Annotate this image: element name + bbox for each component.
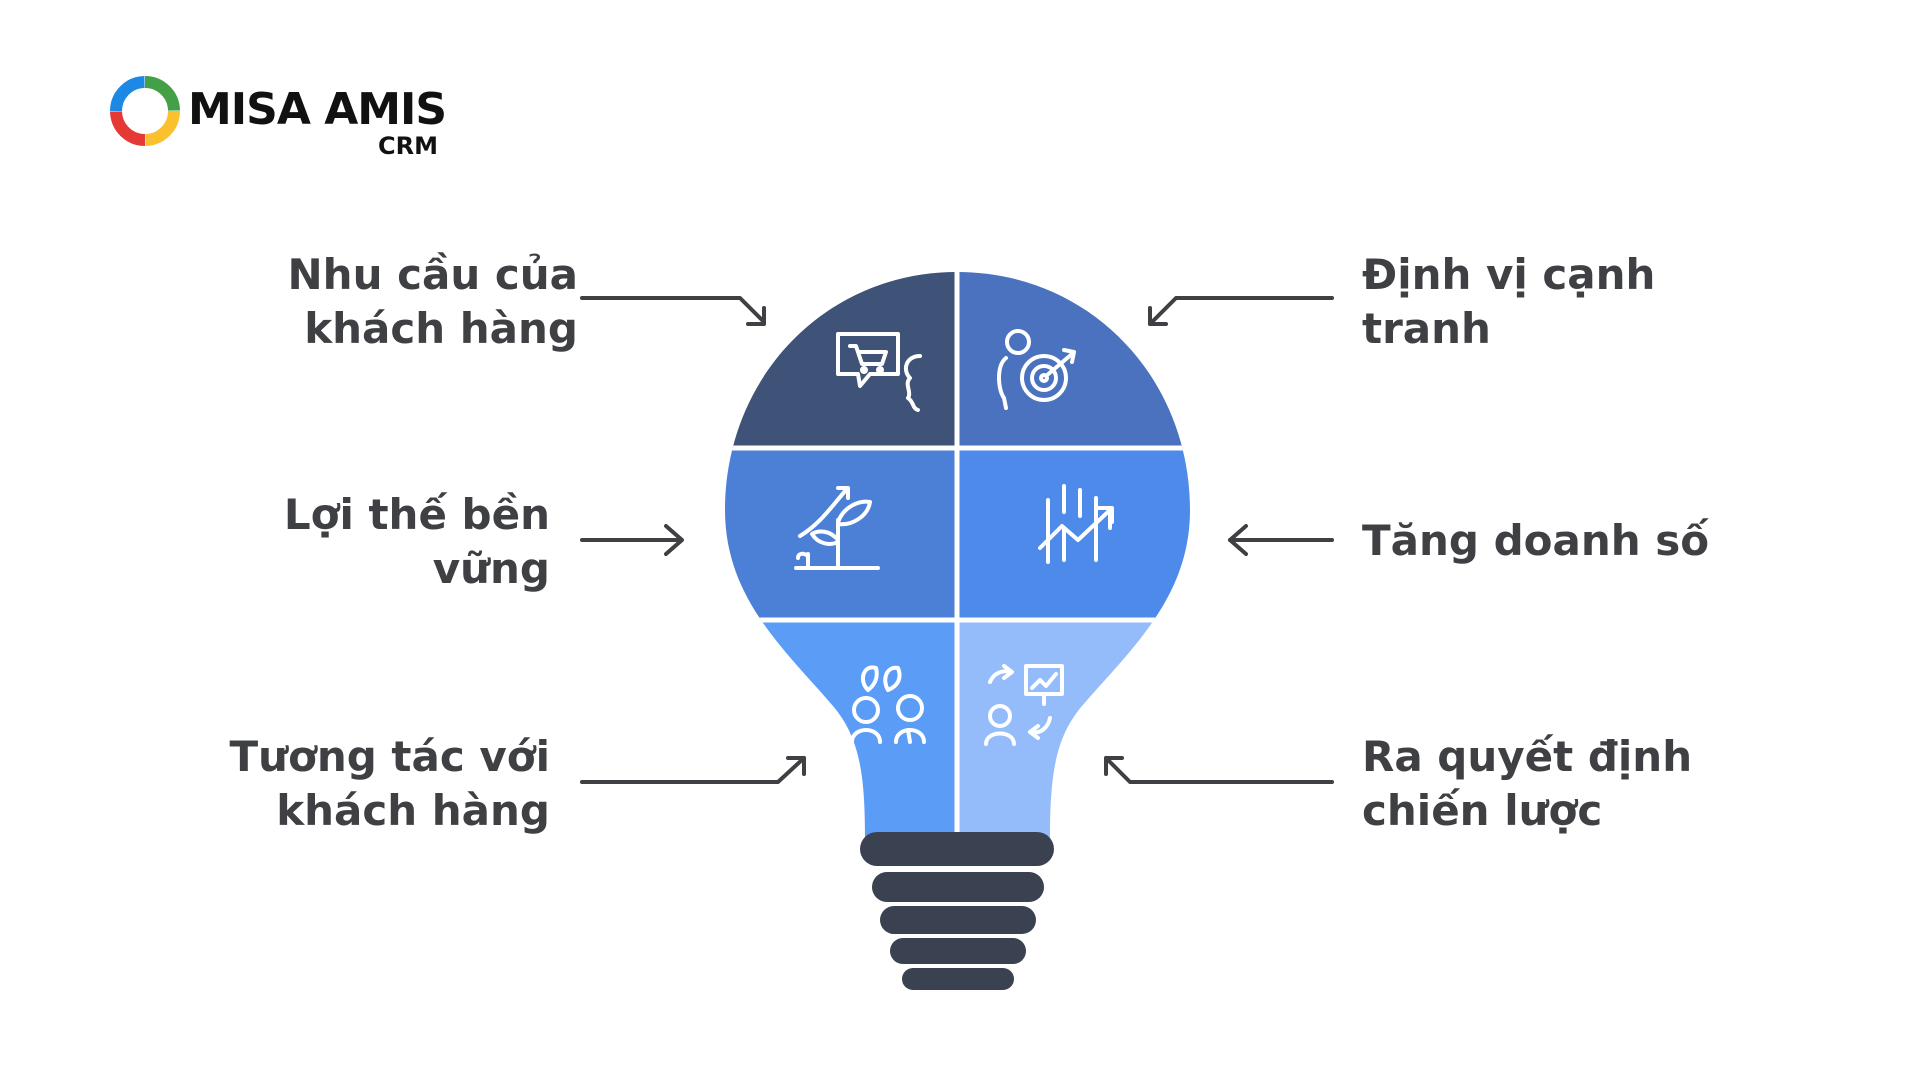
base-ring-3 (880, 906, 1036, 934)
label-strategic-decisions-line-2: chiến lược (1362, 786, 1603, 835)
people-interaction-icon (850, 665, 926, 744)
brand-product: CRM (378, 132, 438, 160)
base-ring-5 (902, 968, 1014, 990)
label-competitive-positioning: Định vị cạnh tranh (1362, 248, 1655, 356)
arrow-strategic-decisions (1104, 756, 1334, 784)
label-strategic-decisions: Ra quyết định chiến lược (1362, 730, 1692, 838)
base-ring-2 (872, 872, 1044, 902)
shopping-chat-icon (836, 332, 922, 412)
brand-logo: MISA AMIS CRM (108, 72, 448, 172)
label-sustainable-advantage-line-2: vững (432, 544, 550, 593)
segment-customer-interaction (725, 620, 957, 840)
bulb-base (860, 832, 1054, 990)
label-customer-needs: Nhu cầu của khách hàng (288, 248, 578, 356)
brand-name: MISA AMIS (188, 84, 447, 135)
label-customer-interaction: Tương tác với khách hàng (229, 730, 550, 838)
growth-chart-icon (1038, 484, 1114, 564)
label-strategic-decisions-line-1: Ra quyết định (1362, 732, 1693, 781)
label-customer-needs-line-2: khách hàng (304, 304, 578, 353)
logo-ring-icon (110, 76, 180, 146)
label-customer-interaction-line-1: Tương tác với (229, 732, 550, 781)
segment-sustainable-advantage (725, 448, 957, 620)
presentation-decision-icon (984, 664, 1064, 746)
label-sustainable-advantage: Lợi thế bền vững (284, 488, 550, 596)
label-customer-interaction-line-2: khách hàng (276, 786, 550, 835)
label-customer-needs-line-1: Nhu cầu của (287, 250, 578, 299)
label-sustainable-advantage-line-1: Lợi thế bền (283, 490, 550, 539)
person-target-icon (997, 329, 1076, 410)
arrow-competitive-positioning (1148, 296, 1334, 326)
arrow-customer-interaction (580, 756, 806, 784)
growing-plant-icon (794, 486, 880, 570)
segment-competitive-positioning (957, 272, 1190, 448)
arrow-customer-needs (580, 296, 766, 326)
label-increase-sales-line-1: Tăng doanh số (1362, 516, 1710, 565)
arrow-sustainable-advantage (580, 524, 684, 556)
base-ring-4 (890, 938, 1026, 964)
label-increase-sales: Tăng doanh số (1362, 514, 1709, 568)
label-competitive-positioning-line-1: Định vị cạnh (1362, 250, 1656, 299)
arrow-increase-sales (1228, 524, 1334, 556)
label-competitive-positioning-line-2: tranh (1362, 304, 1491, 353)
segment-customer-needs (725, 272, 957, 448)
base-ring-1 (860, 832, 1054, 866)
